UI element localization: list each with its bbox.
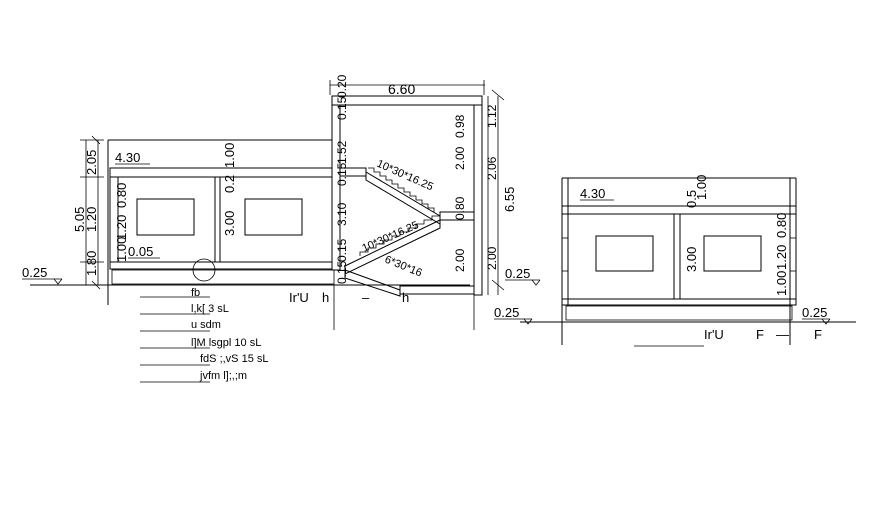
- left-dim-1-20: 1.20: [84, 207, 99, 232]
- left-soil: [111, 269, 335, 285]
- legend-line-4: l]M lsgpl 10 sL: [191, 337, 261, 349]
- stair-right-dim-1: 1.12: [485, 104, 499, 128]
- right-section: 4.30 0.25 0.25 0.25 1.00 0.5 3.00 0.80 1…: [494, 175, 856, 347]
- stair-right-dim-5: 2.00: [453, 248, 467, 272]
- stair-right-dim-3: 2.00: [453, 146, 467, 170]
- left-floor-slab: [109, 261, 333, 270]
- right-dim-1-20: 1.20: [774, 245, 789, 270]
- left-dim-0-2: 0.2: [222, 175, 237, 193]
- left-window-2: [244, 198, 303, 236]
- left-dim-1-00-top: 1.00: [222, 143, 237, 168]
- left-dim-1-20-inner: 1.20: [114, 215, 129, 240]
- right-window-2: [703, 235, 762, 272]
- stair-left-dim-4: 0.15: [335, 162, 349, 186]
- left-outer-wall: [109, 176, 119, 263]
- right-dim-1-00-top: 1.00: [694, 175, 709, 200]
- stair-flight-label-3: 6*30*16: [383, 254, 424, 280]
- legend-line-2: l,k[ 3 sL: [191, 303, 229, 315]
- right-ground-level-right: 0.25: [802, 305, 827, 320]
- stair-block: 6.60 6.55 0.20 0.15 1.52 0.15 3.10 0.15 …: [289, 74, 517, 330]
- stair-top-slab: [331, 95, 483, 106]
- legend-line-1: fb: [191, 287, 200, 299]
- stair-left-dim-2: 0.15: [335, 96, 349, 120]
- left-bottom-label-4: h: [402, 290, 409, 305]
- stair-left-dim-6: 0.15: [335, 238, 349, 262]
- right-bottom-label-1: Ir'U: [704, 327, 724, 342]
- left-legend: fb l,k[ 3 sL u sdm l]M lsgpl 10 sL fdS ;…: [140, 287, 268, 383]
- right-dim-0-80: 0.80: [774, 213, 789, 238]
- stair-left-dim-3: 1.52: [335, 140, 349, 164]
- right-floor-slab: [561, 298, 797, 306]
- right-bottom-label-2: F: [756, 327, 764, 342]
- stair-outer-dim: 6.55: [502, 187, 517, 212]
- left-plinth-marker: [192, 258, 216, 282]
- stair-left-wall: [331, 104, 341, 271]
- legend-line-5: fdS ;,vS 15 sL: [200, 353, 268, 365]
- right-ground-level-left: 0.25: [505, 266, 530, 281]
- left-dim-2-05: 2.05: [84, 150, 99, 175]
- right-top-level: 4.30: [580, 186, 605, 201]
- stair-left-dim-5: 3.10: [335, 202, 349, 226]
- right-side-opening-right: [789, 237, 797, 272]
- left-roof-slab: [109, 167, 333, 178]
- stair-flight-label-2: 10*30*16.25: [360, 219, 420, 255]
- stair-left-dim-1: 0.20: [335, 74, 349, 98]
- left-dim-3-00: 3.00: [222, 211, 237, 236]
- legend-line-3: u sdm: [191, 319, 221, 331]
- stair-right-wall: [473, 104, 483, 296]
- stair-left-dim-7: 0.15: [335, 260, 349, 284]
- legend-line-6: jvfm l];,;m: [199, 370, 247, 382]
- left-dim-5-05: 5.05: [72, 207, 87, 232]
- stair-bottom-slab: [399, 285, 475, 295]
- left-top-level: 4.30: [115, 150, 140, 165]
- stair-top-width: 6.60: [388, 81, 415, 97]
- left-floor-level: 0.05: [128, 244, 153, 259]
- left-dim-1-80: 1.80: [84, 251, 99, 276]
- left-window-1: [136, 198, 195, 236]
- stair-right-dim-2: 2.06: [485, 156, 499, 180]
- left-section: 4.30 0.05 0.25 5.05 2.05 1.20 1.80 0.80 …: [22, 135, 335, 383]
- right-soil: [565, 305, 793, 321]
- right-window-1: [595, 235, 654, 272]
- right-roof-slab: [561, 205, 797, 215]
- stair-right-dim-6: 2.00: [485, 246, 499, 270]
- right-dim-0-5: 0.5: [684, 190, 699, 208]
- stair-right-dim-7: 0.80: [453, 196, 467, 220]
- right-dim-1-00-bottom: 1.00: [774, 271, 789, 296]
- right-bottom-label-4: F: [814, 327, 822, 342]
- stair-right-dim-4: 0.98: [453, 114, 467, 138]
- right-bottom-label-3: —: [776, 327, 789, 342]
- left-ground-level: 0.25: [22, 265, 47, 280]
- left-bottom-label-1: Ir'U: [289, 290, 309, 305]
- left-dim-0-80: 0.80: [114, 183, 129, 208]
- right-side-opening-left: [561, 237, 569, 272]
- right-dim-3-00: 3.00: [684, 247, 699, 272]
- stair-flight-3: [344, 269, 401, 297]
- left-dim-1-00: 1.00: [114, 237, 129, 262]
- left-bottom-label-3: –: [362, 290, 370, 305]
- right-ground-level-mid: 0.25: [494, 305, 519, 320]
- stair-flight-label-1: 10*30*16.25: [375, 158, 435, 194]
- left-bottom-label-2: h: [322, 290, 329, 305]
